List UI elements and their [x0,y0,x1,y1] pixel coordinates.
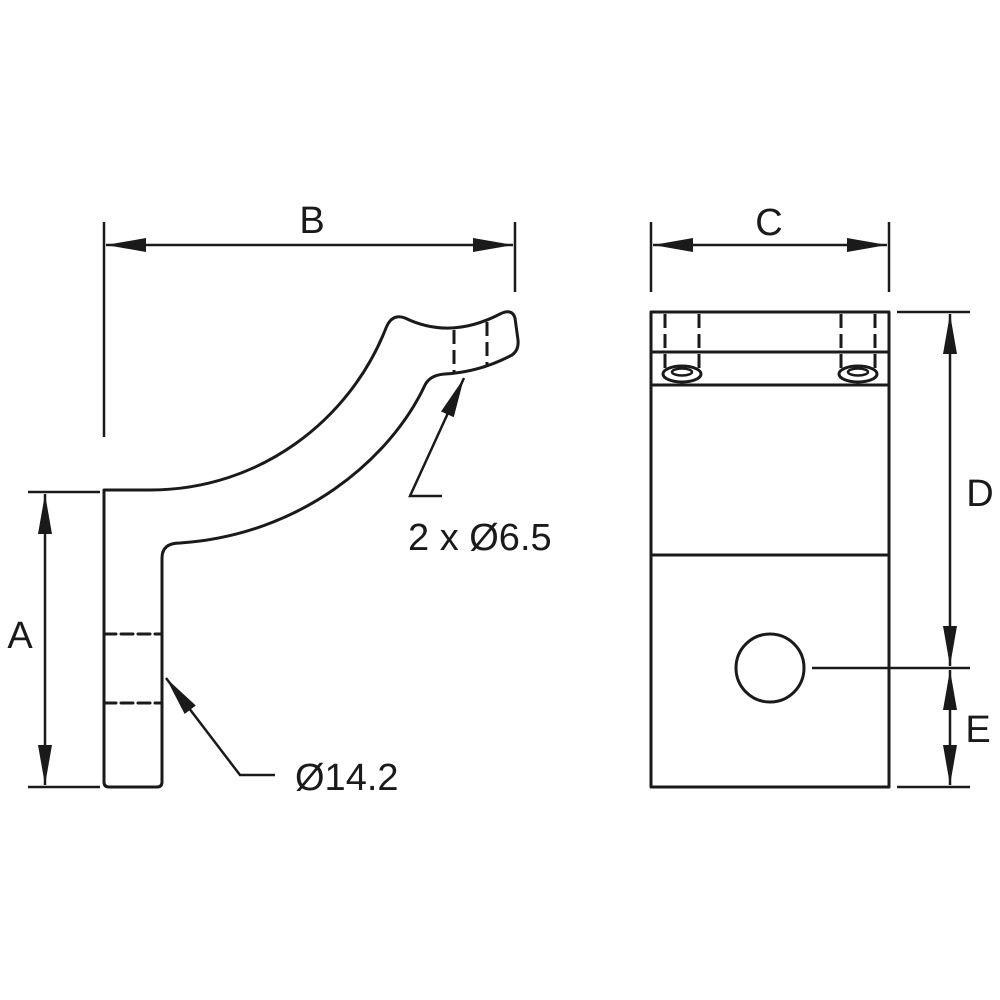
callout-screw-holes: 2 x Ø6.5 [408,517,552,559]
dimension-label-d: D [966,473,993,515]
front-view: C D E [649,202,994,789]
dimension-label-b: B [299,200,324,242]
side-view: B A Ø14.2 2 x Ø6.5 [7,200,551,799]
dimension-label-c: C [755,202,782,244]
dimension-label-e: E [965,709,990,751]
front-outline [649,310,891,789]
leader-screw-holes [408,377,466,498]
countersink-hole-left [661,364,703,384]
dimension-label-a: A [7,615,33,657]
countersink-hole-right [837,364,879,384]
callout-post-hole: Ø14.2 [295,757,399,799]
leader-post-hole [165,677,275,777]
post-hole [734,632,806,704]
